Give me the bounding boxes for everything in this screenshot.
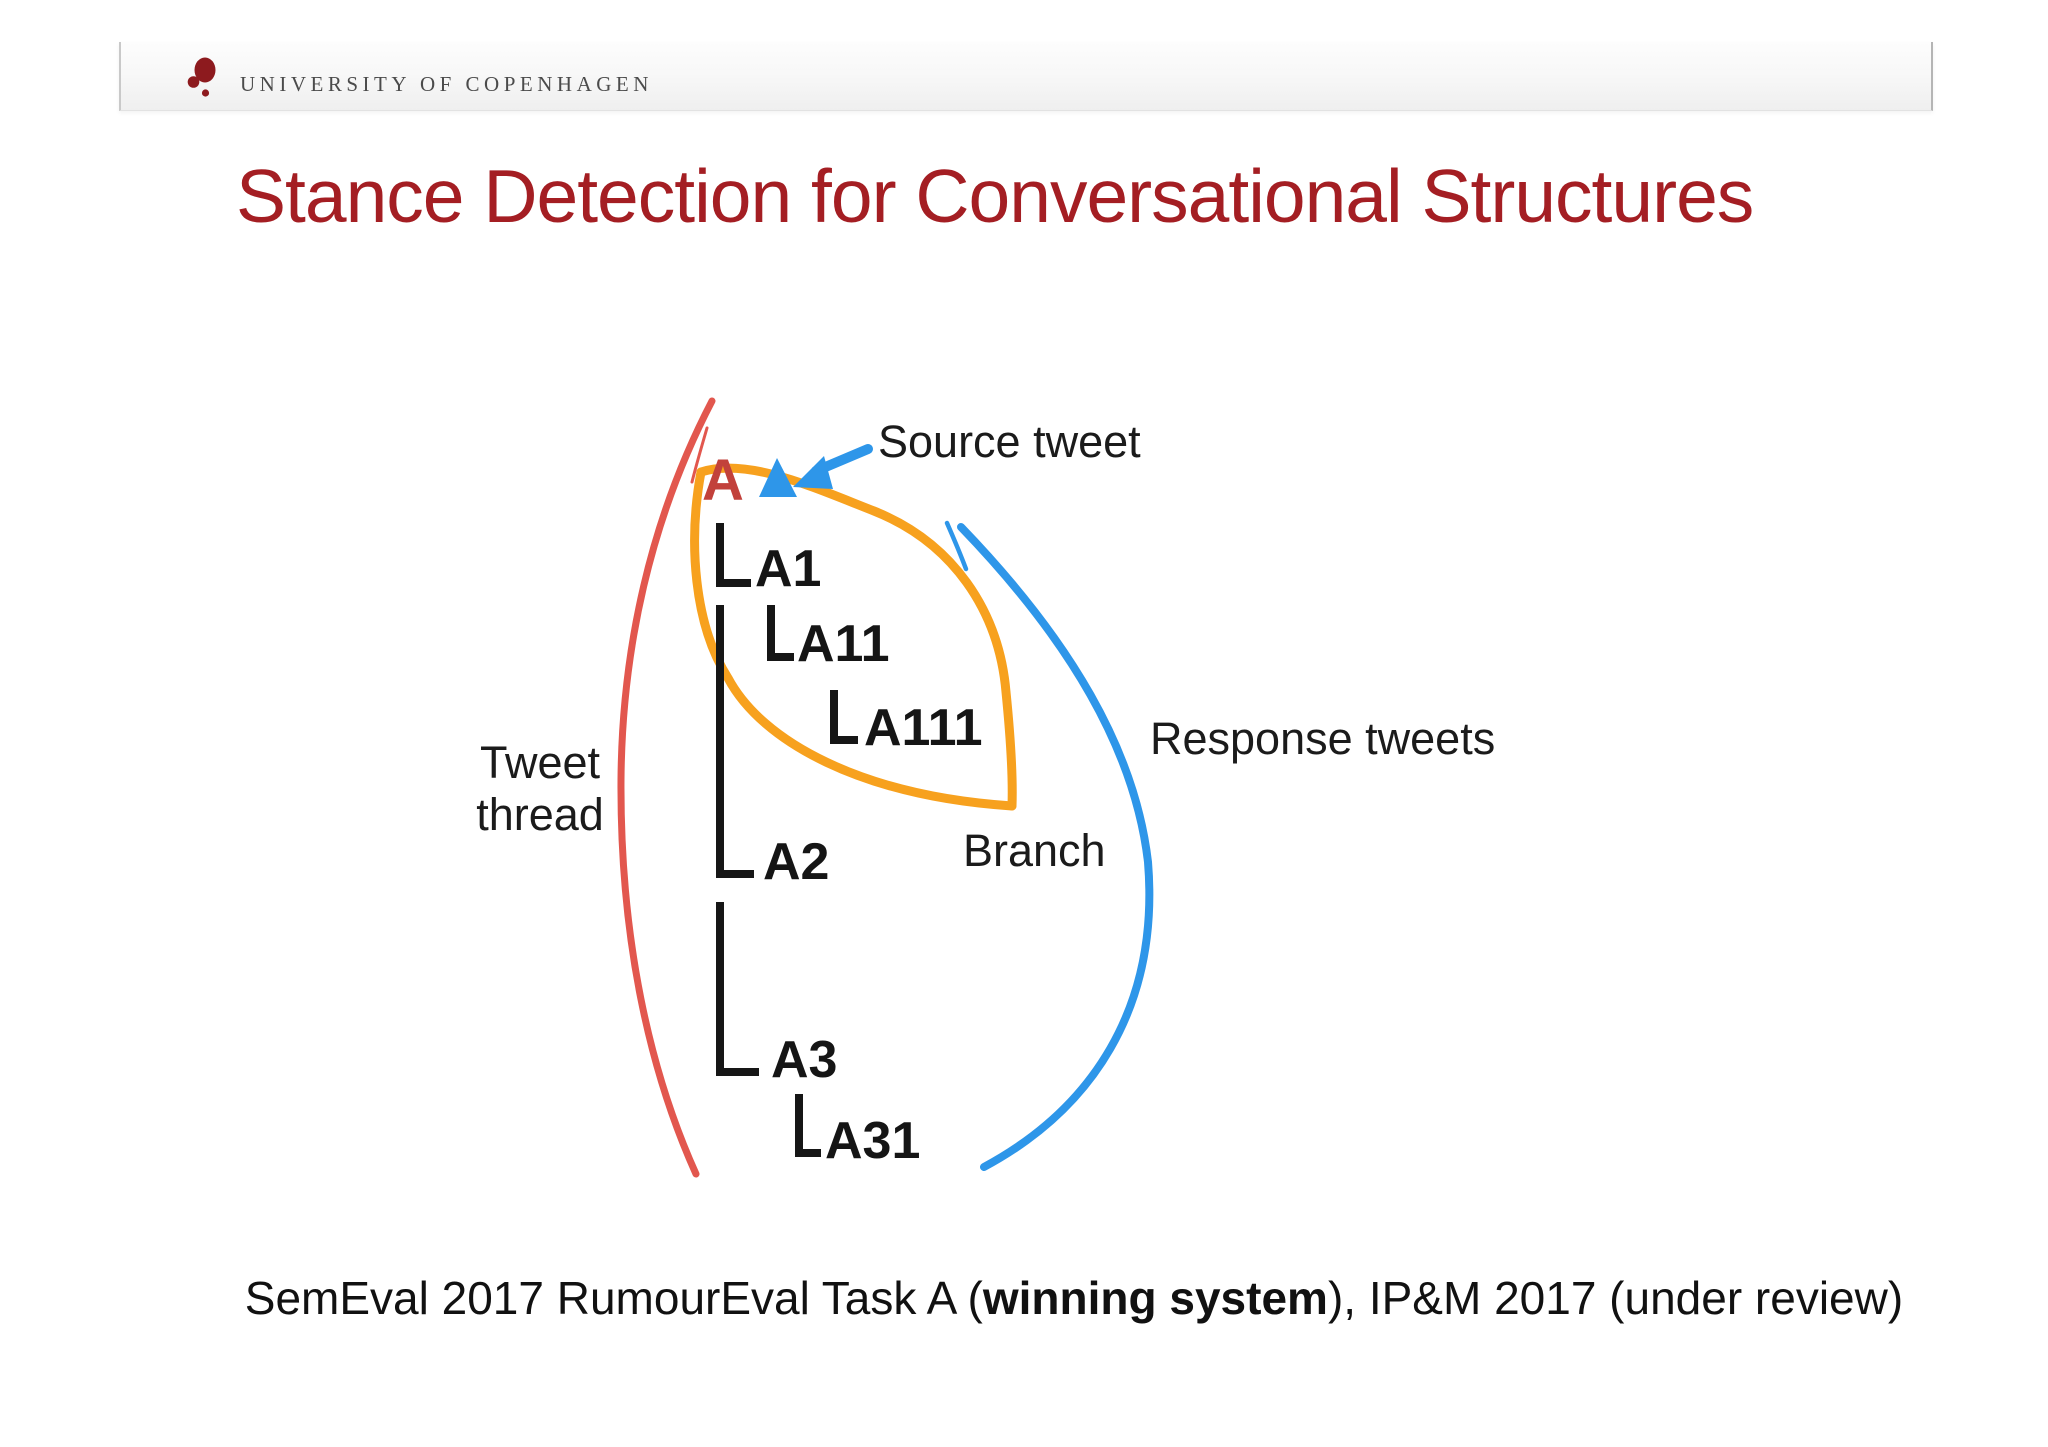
tweet-thread-label: Tweet thread [440,737,640,841]
tweet-thread-arc-flick [690,426,709,484]
tweet-thread-label-line1: Tweet [479,737,601,788]
tree-connector-a11 [767,605,794,661]
tree-connector-a1 [716,523,751,587]
tree-node-a2: A2 [763,833,830,891]
tree-node-a3: A3 [771,1031,838,1089]
header-bar: UNIVERSITY OF COPENHAGEN [119,42,1933,111]
branch-outline-bottom [690,467,1017,811]
slide-title: Stance Detection for Conversational Stru… [236,154,1754,238]
tree-connector-a2 [716,605,754,878]
university-logo-icon [187,57,216,97]
tree-connectors [716,523,858,1157]
caption-suffix: ), IP&M 2017 (under review) [1327,1272,1904,1324]
tree-node-a111: A111 [864,699,983,757]
source-tweet-marker-icon [759,458,797,497]
tweet-thread-arc [617,397,716,1178]
response-tweets-arc [957,523,1154,1171]
source-tweet-label: Source tweet [878,416,1141,467]
tree-connector-a31 [795,1094,821,1157]
response-tweets-label: Response tweets [1150,713,1496,764]
branch-label: Branch [963,825,1106,876]
tree-connector-a111 [830,690,858,744]
tweet-thread-label-line2: thread [476,789,604,840]
tree-node-a11: A11 [797,615,890,673]
tree-connector-a3 [716,902,759,1076]
source-tweet-arrowhead-icon [793,456,833,489]
caption-prefix: SemEval 2017 RumourEval Task A ( [244,1272,983,1324]
caption-bold: winning system [982,1272,1328,1324]
university-name: UNIVERSITY OF COPENHAGEN [240,72,653,96]
slide-caption: SemEval 2017 RumourEval Task A (winning … [224,1272,1924,1325]
tree-node-root: A [702,448,744,513]
tree-node-a1: A1 [755,540,822,598]
tree-node-a31: A31 [825,1112,921,1170]
response-tweets-arc-flick [944,520,969,572]
